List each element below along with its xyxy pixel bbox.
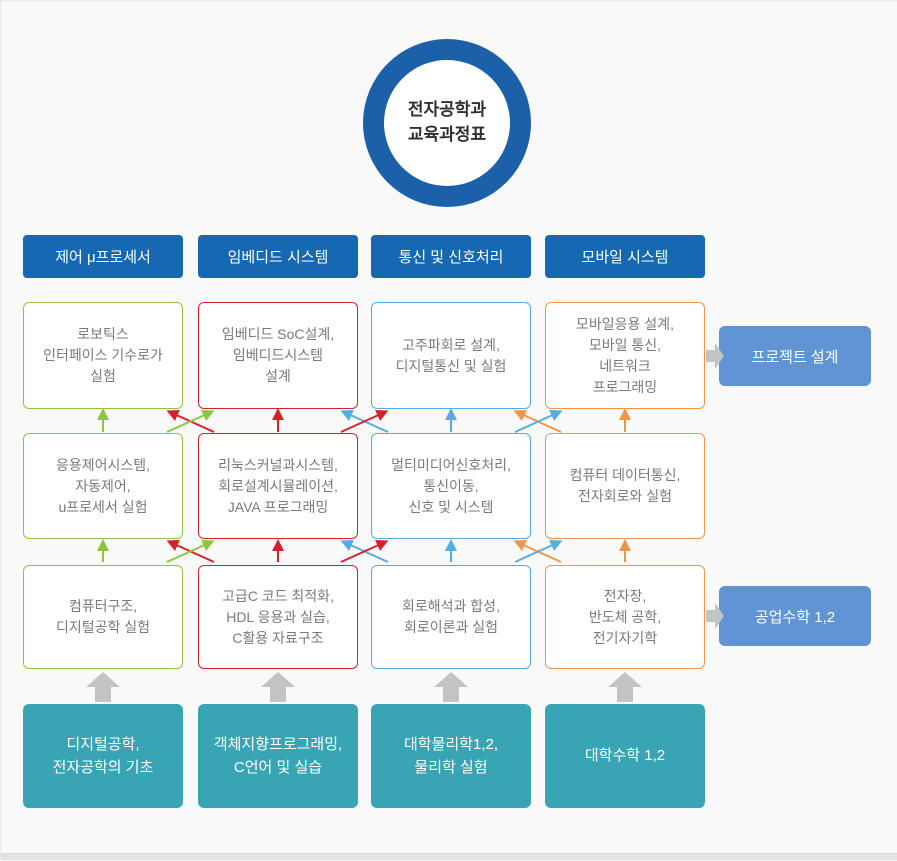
foundation-box: 대학물리학1,2, 물리학 실험: [371, 704, 531, 808]
cross-arrow-red-upright: [340, 410, 389, 433]
cross-arrows-gap2: [166, 540, 563, 563]
page-bottom-strip: [1, 853, 897, 860]
cross-arrow-orange-upleft: [513, 410, 562, 433]
gray-up-arrow: [261, 672, 295, 702]
course-box: 리눅스커널과시스템, 회로설계시뮬레이션, JAVA 프로그래밍: [198, 433, 358, 539]
foundation-box: 디지털공학, 전자공학의 기초: [23, 704, 183, 808]
course-box: 전자장, 반도체 공학, 전기자기학: [545, 565, 705, 669]
cross-arrow-red-upright: [340, 540, 389, 563]
course-box: 고급C 코드 최적화, HDL 응용과 실습, C활용 자료구조: [198, 565, 358, 669]
up-arrows-gap1: [97, 408, 631, 432]
cross-arrow-blue-upright: [514, 540, 563, 563]
side-box-engineering-math: 공업수학 1,2: [719, 586, 871, 646]
cross-arrow-green-upright: [166, 540, 215, 563]
cross-arrow-blue-upleft: [340, 540, 389, 563]
cross-arrow-red-upleft: [166, 410, 215, 433]
cross-arrow-blue-upright: [514, 410, 563, 433]
cross-arrow-orange-upleft: [513, 540, 562, 563]
foundation-box: 대학수학 1,2: [545, 704, 705, 808]
gray-up-arrow: [86, 672, 120, 702]
track-header-comm-signal: 통신 및 신호처리: [371, 235, 531, 278]
course-box: 멀티미디어신호처리, 통신이동, 신호 및 시스템: [371, 433, 531, 539]
course-box: 모바일응용 설계, 모바일 통신, 네트워크 프로그래밍: [545, 302, 705, 409]
gray-up-arrow: [434, 672, 468, 702]
foundation-box: 객체지향프로그래밍, C언어 및 실습: [198, 704, 358, 808]
page-title: 전자공학과 교육과정표: [407, 100, 487, 144]
curriculum-circle-inner: 전자공학과 교육과정표: [384, 60, 510, 186]
course-box: 컴퓨터구조, 디지털공학 실험: [23, 565, 183, 669]
gray-up-arrows: [86, 672, 642, 702]
track-header-mobile-system: 모바일 시스템: [545, 235, 705, 278]
cross-arrow-blue-upleft: [340, 410, 389, 433]
up-arrows-gap2: [97, 539, 631, 562]
course-box: 회로해석과 합성, 회로이론과 실험: [371, 565, 531, 669]
course-box: 임베디드 SoC설계, 임베디드시스템 설계: [198, 302, 358, 409]
track-header-control-processor: 제어 μ프로세서: [23, 235, 183, 278]
side-box-project-design: 프로젝트 설계: [719, 326, 871, 386]
curriculum-circle: 전자공학과 교육과정표: [363, 39, 531, 207]
course-box: 고주파회로 설계, 디지털통신 및 실험: [371, 302, 531, 409]
track-header-embedded-system: 임베디드 시스템: [198, 235, 358, 278]
cross-arrow-green-upright: [166, 410, 215, 433]
cross-arrows-gap1: [166, 410, 563, 433]
course-box: 컴퓨터 데이터통신, 전자회로와 실험: [545, 433, 705, 539]
cross-arrow-red-upleft: [166, 540, 215, 563]
course-box: 응용제어시스템, 자동제어, u프로세서 실험: [23, 433, 183, 539]
gray-up-arrow: [608, 672, 642, 702]
course-box: 로보틱스 인터페이스 기수로가 실험: [23, 302, 183, 409]
